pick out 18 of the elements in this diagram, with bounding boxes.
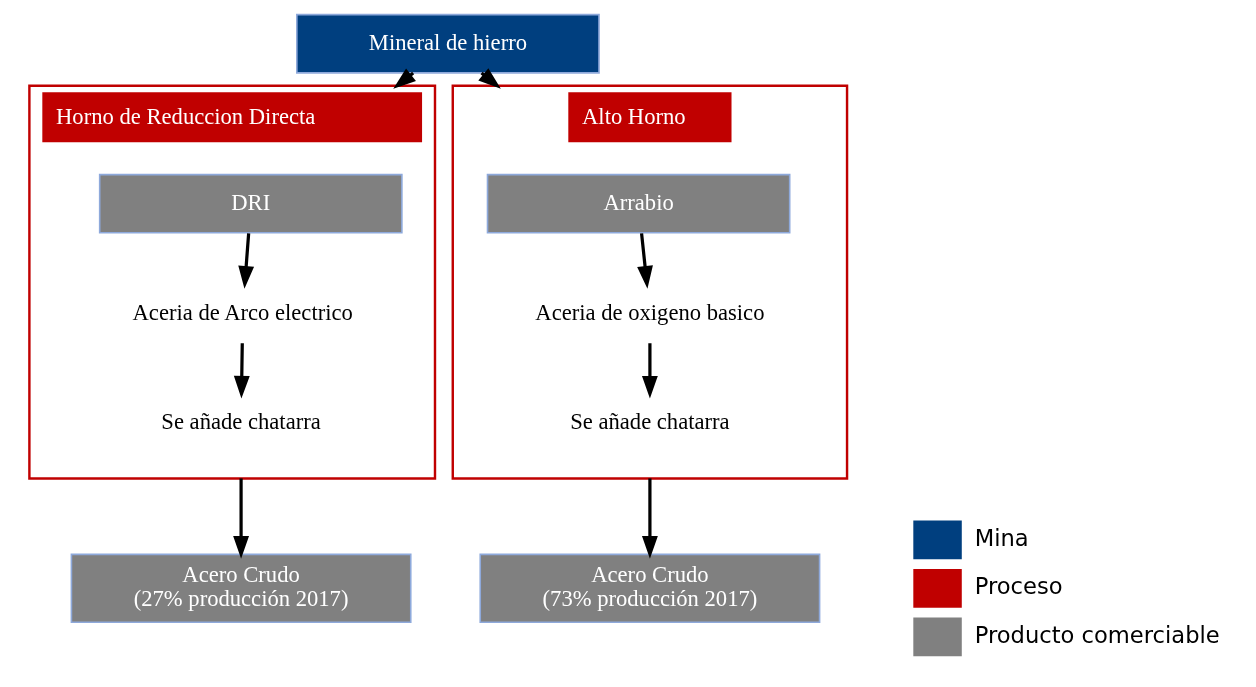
node-box: Acero Crudo (27% producción 2017) [70, 553, 412, 624]
node-box: Acero Crudo (73% producción 2017) [478, 553, 820, 624]
node-box: DRI [98, 173, 403, 234]
arrow [641, 478, 658, 559]
node-text: Se añade chatarra [569, 409, 730, 435]
legend-label: Mina [974, 524, 1029, 551]
node-text: Se añade chatarra [160, 409, 321, 435]
arrow [237, 233, 254, 289]
arrow [233, 343, 250, 399]
legend-label: Proceso [974, 573, 1063, 600]
arrow [232, 478, 249, 559]
node-text: Aceria de Arco electrico [132, 299, 353, 325]
legend-label: Producto comerciable [974, 621, 1220, 648]
node-box: Mineral de hierro [295, 13, 600, 74]
arrow [636, 233, 653, 289]
node-text: Aceria de oxigeno basico [534, 299, 764, 325]
arrow [641, 343, 658, 399]
node-box: Arrabio [486, 173, 790, 234]
